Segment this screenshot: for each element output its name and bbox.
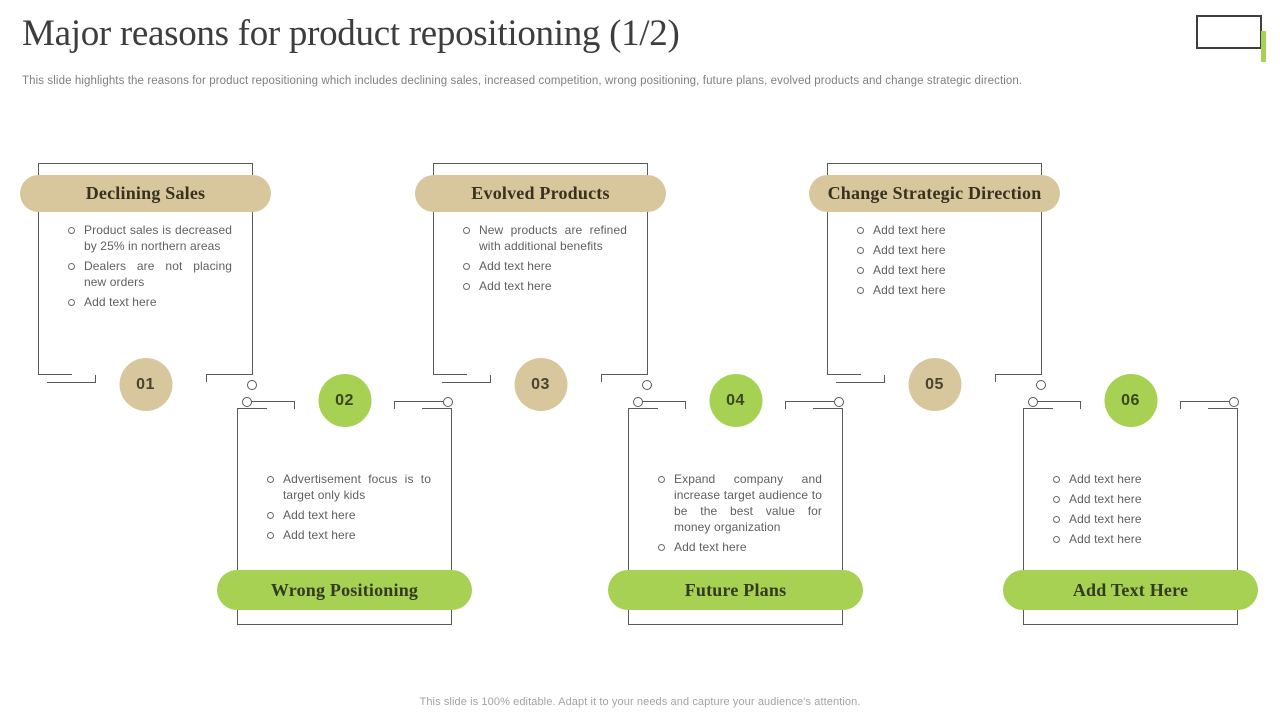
corner-bracket <box>995 374 1042 382</box>
bullet-marker-icon <box>857 227 864 234</box>
corner-bracket <box>601 374 648 382</box>
card-outline: Product sales is decreased by 25% in nor… <box>38 163 257 390</box>
reason-card-add-text-here: Add text here Add text here Add text her… <box>1003 374 1258 628</box>
bullet-marker-icon <box>68 227 75 234</box>
bullet-marker-icon <box>857 287 864 294</box>
reason-card-evolved-products: New products are refined with additional… <box>415 163 666 423</box>
step-number-badge: 02 <box>318 374 371 427</box>
bullet-list: New products are refined with additional… <box>463 222 627 298</box>
bullet-list: Product sales is decreased by 25% in nor… <box>68 222 232 314</box>
bullet-marker-icon <box>68 299 75 306</box>
bullet-marker-icon <box>463 227 470 234</box>
connector-dot-icon <box>642 380 652 390</box>
bullet-marker-icon <box>857 247 864 254</box>
corner-bracket <box>38 374 72 375</box>
bullet-marker-icon <box>68 263 75 270</box>
bullet-marker-icon <box>1053 516 1060 523</box>
bullet-item[interactable]: Add text here <box>1053 471 1217 487</box>
bullet-marker-icon <box>857 267 864 274</box>
bullet-item[interactable]: Add text here <box>857 242 1021 258</box>
bullet-marker-icon <box>267 476 274 483</box>
bullet-item[interactable]: Add text here <box>857 262 1021 278</box>
bullet-item[interactable]: Add text here <box>857 282 1021 298</box>
corner-bracket <box>1023 408 1053 409</box>
bullet-marker-icon <box>658 544 665 551</box>
bullet-item[interactable]: New products are refined with additional… <box>463 222 627 254</box>
card-title-pill[interactable]: Change Strategic Direction <box>809 175 1060 212</box>
card-title-pill[interactable]: Add Text Here <box>1003 570 1258 610</box>
step-number-badge: 01 <box>119 358 172 411</box>
bullet-list: Advertisement focus is to target only ki… <box>267 471 431 547</box>
corner-bracket <box>442 375 491 383</box>
bullet-marker-icon <box>1053 476 1060 483</box>
step-number-badge: 05 <box>908 358 961 411</box>
step-number-badge: 03 <box>514 358 567 411</box>
bullet-item[interactable]: Add text here <box>267 527 431 543</box>
bullet-marker-icon <box>1053 496 1060 503</box>
bullet-list: Add text here Add text here Add text her… <box>857 222 1021 302</box>
bullet-list: Add text here Add text here Add text her… <box>1053 471 1217 551</box>
bullet-item[interactable]: Add text here <box>658 539 822 555</box>
page-title[interactable]: Major reasons for product repositioning … <box>22 13 680 54</box>
corner-bracket <box>1180 401 1229 409</box>
bullet-item[interactable]: Add text here <box>1053 491 1217 507</box>
bullet-item[interactable]: Product sales is decreased by 25% in nor… <box>68 222 232 254</box>
bullet-marker-icon <box>463 263 470 270</box>
bullet-list: Expand company and increase target audie… <box>658 471 822 559</box>
bullet-marker-icon <box>267 532 274 539</box>
corner-bracket <box>206 374 253 382</box>
bullet-item[interactable]: Add text here <box>463 258 627 274</box>
bullet-item[interactable]: Add text here <box>1053 531 1217 547</box>
bullet-item[interactable]: Add text here <box>857 222 1021 238</box>
card-title-pill[interactable]: Evolved Products <box>415 175 666 212</box>
reason-card-future-plans: Expand company and increase target audie… <box>608 374 863 628</box>
corner-bracket <box>1208 408 1238 409</box>
corner-bracket <box>628 408 658 409</box>
bullet-marker-icon <box>1053 536 1060 543</box>
corner-bracket <box>836 375 885 383</box>
card-title-pill[interactable]: Future Plans <box>608 570 863 610</box>
bullet-item[interactable]: Add text here <box>267 507 431 523</box>
bullet-item[interactable]: Add text here <box>68 294 232 310</box>
card-title-pill[interactable]: Declining Sales <box>20 175 271 212</box>
connector-dot-icon <box>1229 397 1239 407</box>
slide-number-placeholder-icon <box>1196 15 1262 49</box>
card-title-pill[interactable]: Wrong Positioning <box>217 570 472 610</box>
reason-card-wrong-positioning: Advertisement focus is to target only ki… <box>217 374 472 628</box>
bullet-marker-icon <box>658 476 665 483</box>
corner-bracket <box>47 375 96 383</box>
footer-note[interactable]: This slide is 100% editable. Adapt it to… <box>419 696 861 708</box>
bullet-item[interactable]: Advertisement focus is to target only ki… <box>267 471 431 503</box>
step-number-badge: 06 <box>1104 374 1157 427</box>
corner-bracket <box>433 374 467 375</box>
bullet-item[interactable]: Dealers are not placing new orders <box>68 258 232 290</box>
connector-dot-icon <box>247 380 257 390</box>
corner-bracket <box>246 401 295 409</box>
bullet-item[interactable]: Add text here <box>1053 511 1217 527</box>
reason-card-change-strategic-direction: Add text here Add text here Add text her… <box>809 163 1060 423</box>
green-accent-bar-icon <box>1261 31 1266 62</box>
slide-subtitle[interactable]: This slide highlights the reasons for pr… <box>22 75 1023 87</box>
connector-dot-icon <box>1036 380 1046 390</box>
reason-card-declining-sales: Product sales is decreased by 25% in nor… <box>20 163 271 423</box>
corner-bracket <box>237 408 267 409</box>
step-number-badge: 04 <box>709 374 762 427</box>
bullet-marker-icon <box>267 512 274 519</box>
bullet-item[interactable]: Expand company and increase target audie… <box>658 471 822 535</box>
corner-bracket <box>827 374 861 375</box>
bullet-item[interactable]: Add text here <box>463 278 627 294</box>
bullet-marker-icon <box>463 283 470 290</box>
